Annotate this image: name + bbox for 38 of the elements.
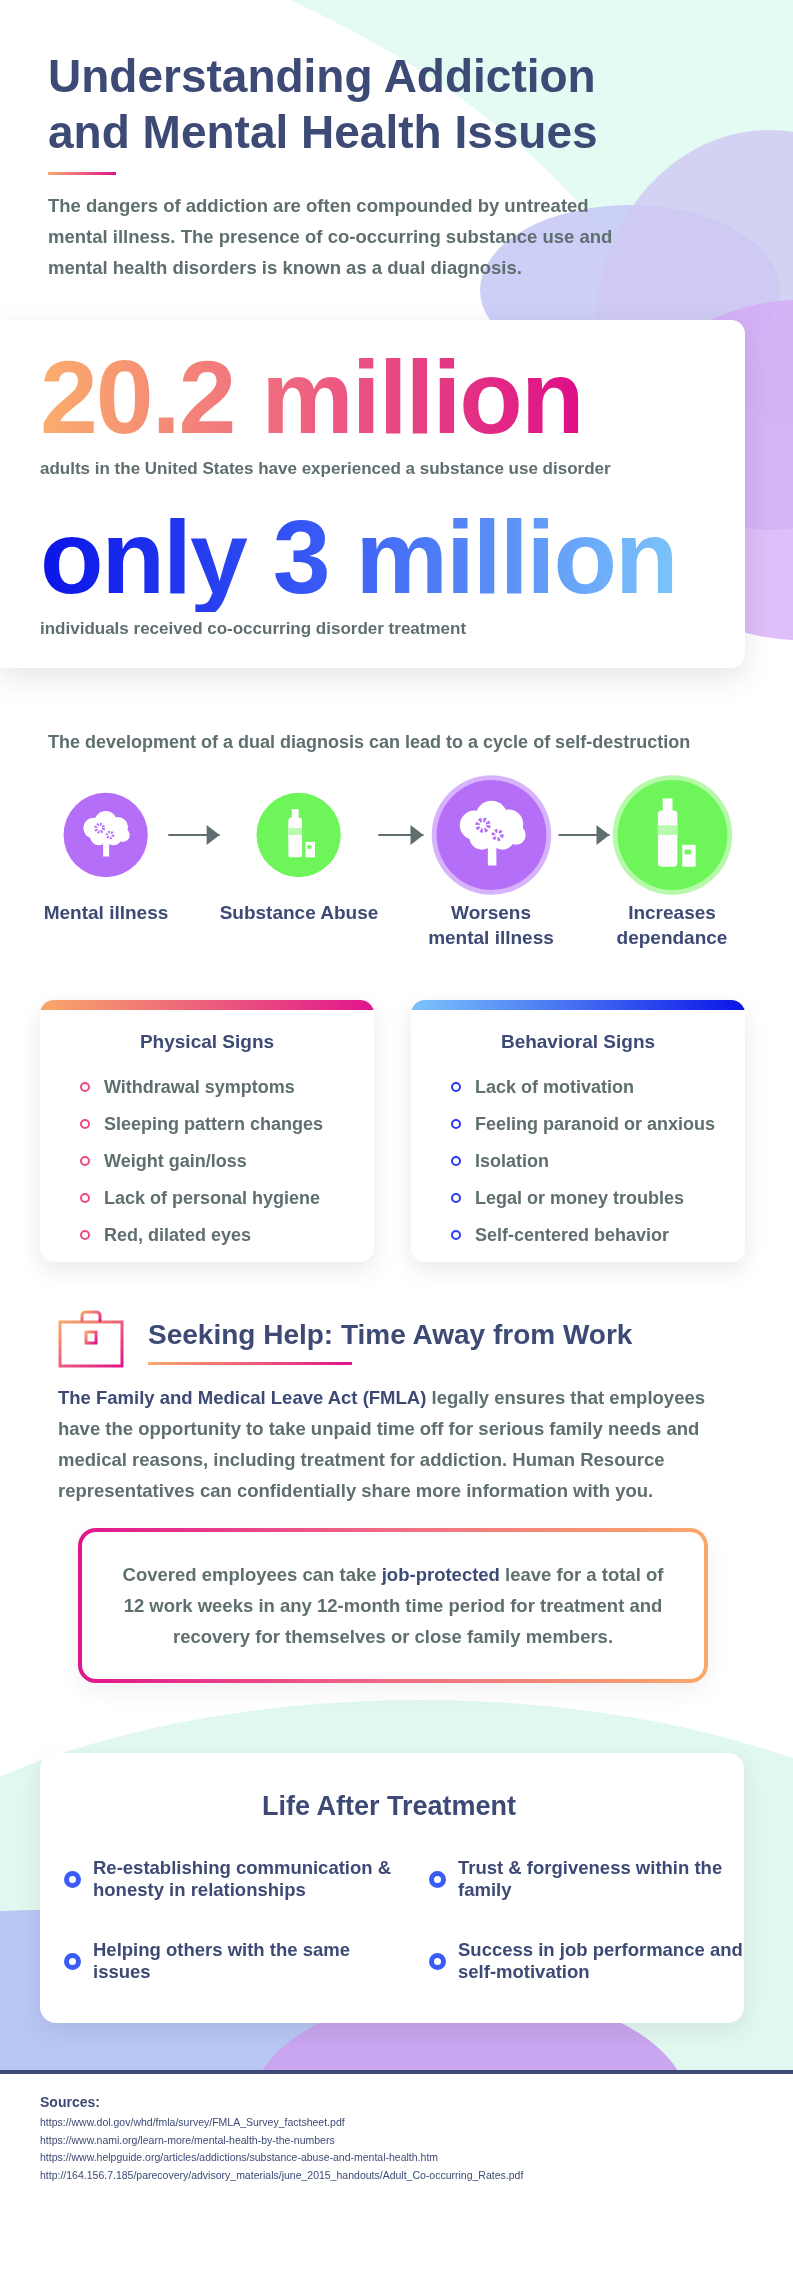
step-label: Mental illness (43, 901, 169, 925)
sources-heading: Sources: (40, 2093, 101, 2112)
section-heading: The development of a dual diagnosis can lead to a cycle of self-destruction (48, 731, 692, 754)
step-label: Substance Abuse (219, 901, 379, 925)
sign-item: Self-centered behavior (475, 1223, 670, 1246)
sign-item: Weight gain/loss (104, 1149, 247, 1172)
sign-item: Lack of personal hygiene (104, 1186, 321, 1209)
source-url: https://www.dol.gov/whd/fmla/survey/FMLA_Survey_factsheet.pdf (40, 2115, 346, 2130)
info-card (40, 1753, 744, 2023)
step-label: Worsens mental illness (427, 901, 555, 950)
signs-card (411, 1000, 745, 1262)
sign-item: Feeling paranoid or anxious (475, 1112, 716, 1135)
section-heading: Seeking Help: Time Away from Work (148, 1318, 633, 1352)
sign-item: Sleeping pattern changes (104, 1112, 324, 1135)
signs-card (40, 1000, 374, 1262)
benefit-item: Trust & forgiveness within the family (458, 1857, 724, 1901)
benefit-item: Helping others with the same issues (93, 1939, 351, 1983)
card-heading: Behavioral Signs (499, 1030, 657, 1054)
sign-item: Lack of motivation (475, 1075, 635, 1098)
callout-text: Covered employees can take job-protected leave for a total of 12 work weeks in any 12-month time period for treatment and recovery for themselves or close family members. (121, 1563, 665, 1649)
title: Understanding Addiction and Mental Health Issues (48, 49, 599, 160)
stat-caption: individuals received co-occurring disorder treatment (40, 618, 468, 640)
source-url: https://www.nami.org/learn-more/mental-health-by-the-numbers (40, 2132, 336, 2148)
sign-item: Legal or money troubles (475, 1186, 685, 1209)
sign-item: Red, dilated eyes (104, 1223, 252, 1246)
card-heading: Physical Signs (138, 1030, 276, 1054)
body-paragraph: The Family and Medical Leave Act (FMLA) legally ensures that employees have the opportunity to take unpaid time off for serious family needs and medical reasons, including treatment for addiction. Human Resource representatives can confidentially share more information with you. (58, 1386, 706, 1503)
step-label: Increases dependance (615, 901, 729, 950)
benefit-item: Success in job performance and self-motivation (458, 1939, 744, 1983)
source-url: http://164.156.7.185/parecovery/advisory_materials/june_2015_handouts/Adult_Co-occurring_Rates.pdf (40, 2167, 525, 2183)
card-heading: Life After Treatment (260, 1790, 518, 1823)
benefit-item: Re-establishing communication & honesty in relationships (93, 1857, 393, 1901)
stat-caption: adults in the United States have experienced a substance use disorder (40, 458, 612, 480)
sign-item: Isolation (475, 1149, 549, 1172)
source-url: https://www.helpguide.org/articles/addictions/substance-abuse-and-mental-health.htm (40, 2150, 440, 2165)
intro-paragraph: The dangers of addiction are often compounded by untreated mental illness. The presence of co-occurring substance use and mental health disorders is known as a dual diagnosis. (48, 194, 614, 280)
stats-card (0, 320, 745, 668)
sign-item: Withdrawal symptoms (104, 1075, 295, 1098)
